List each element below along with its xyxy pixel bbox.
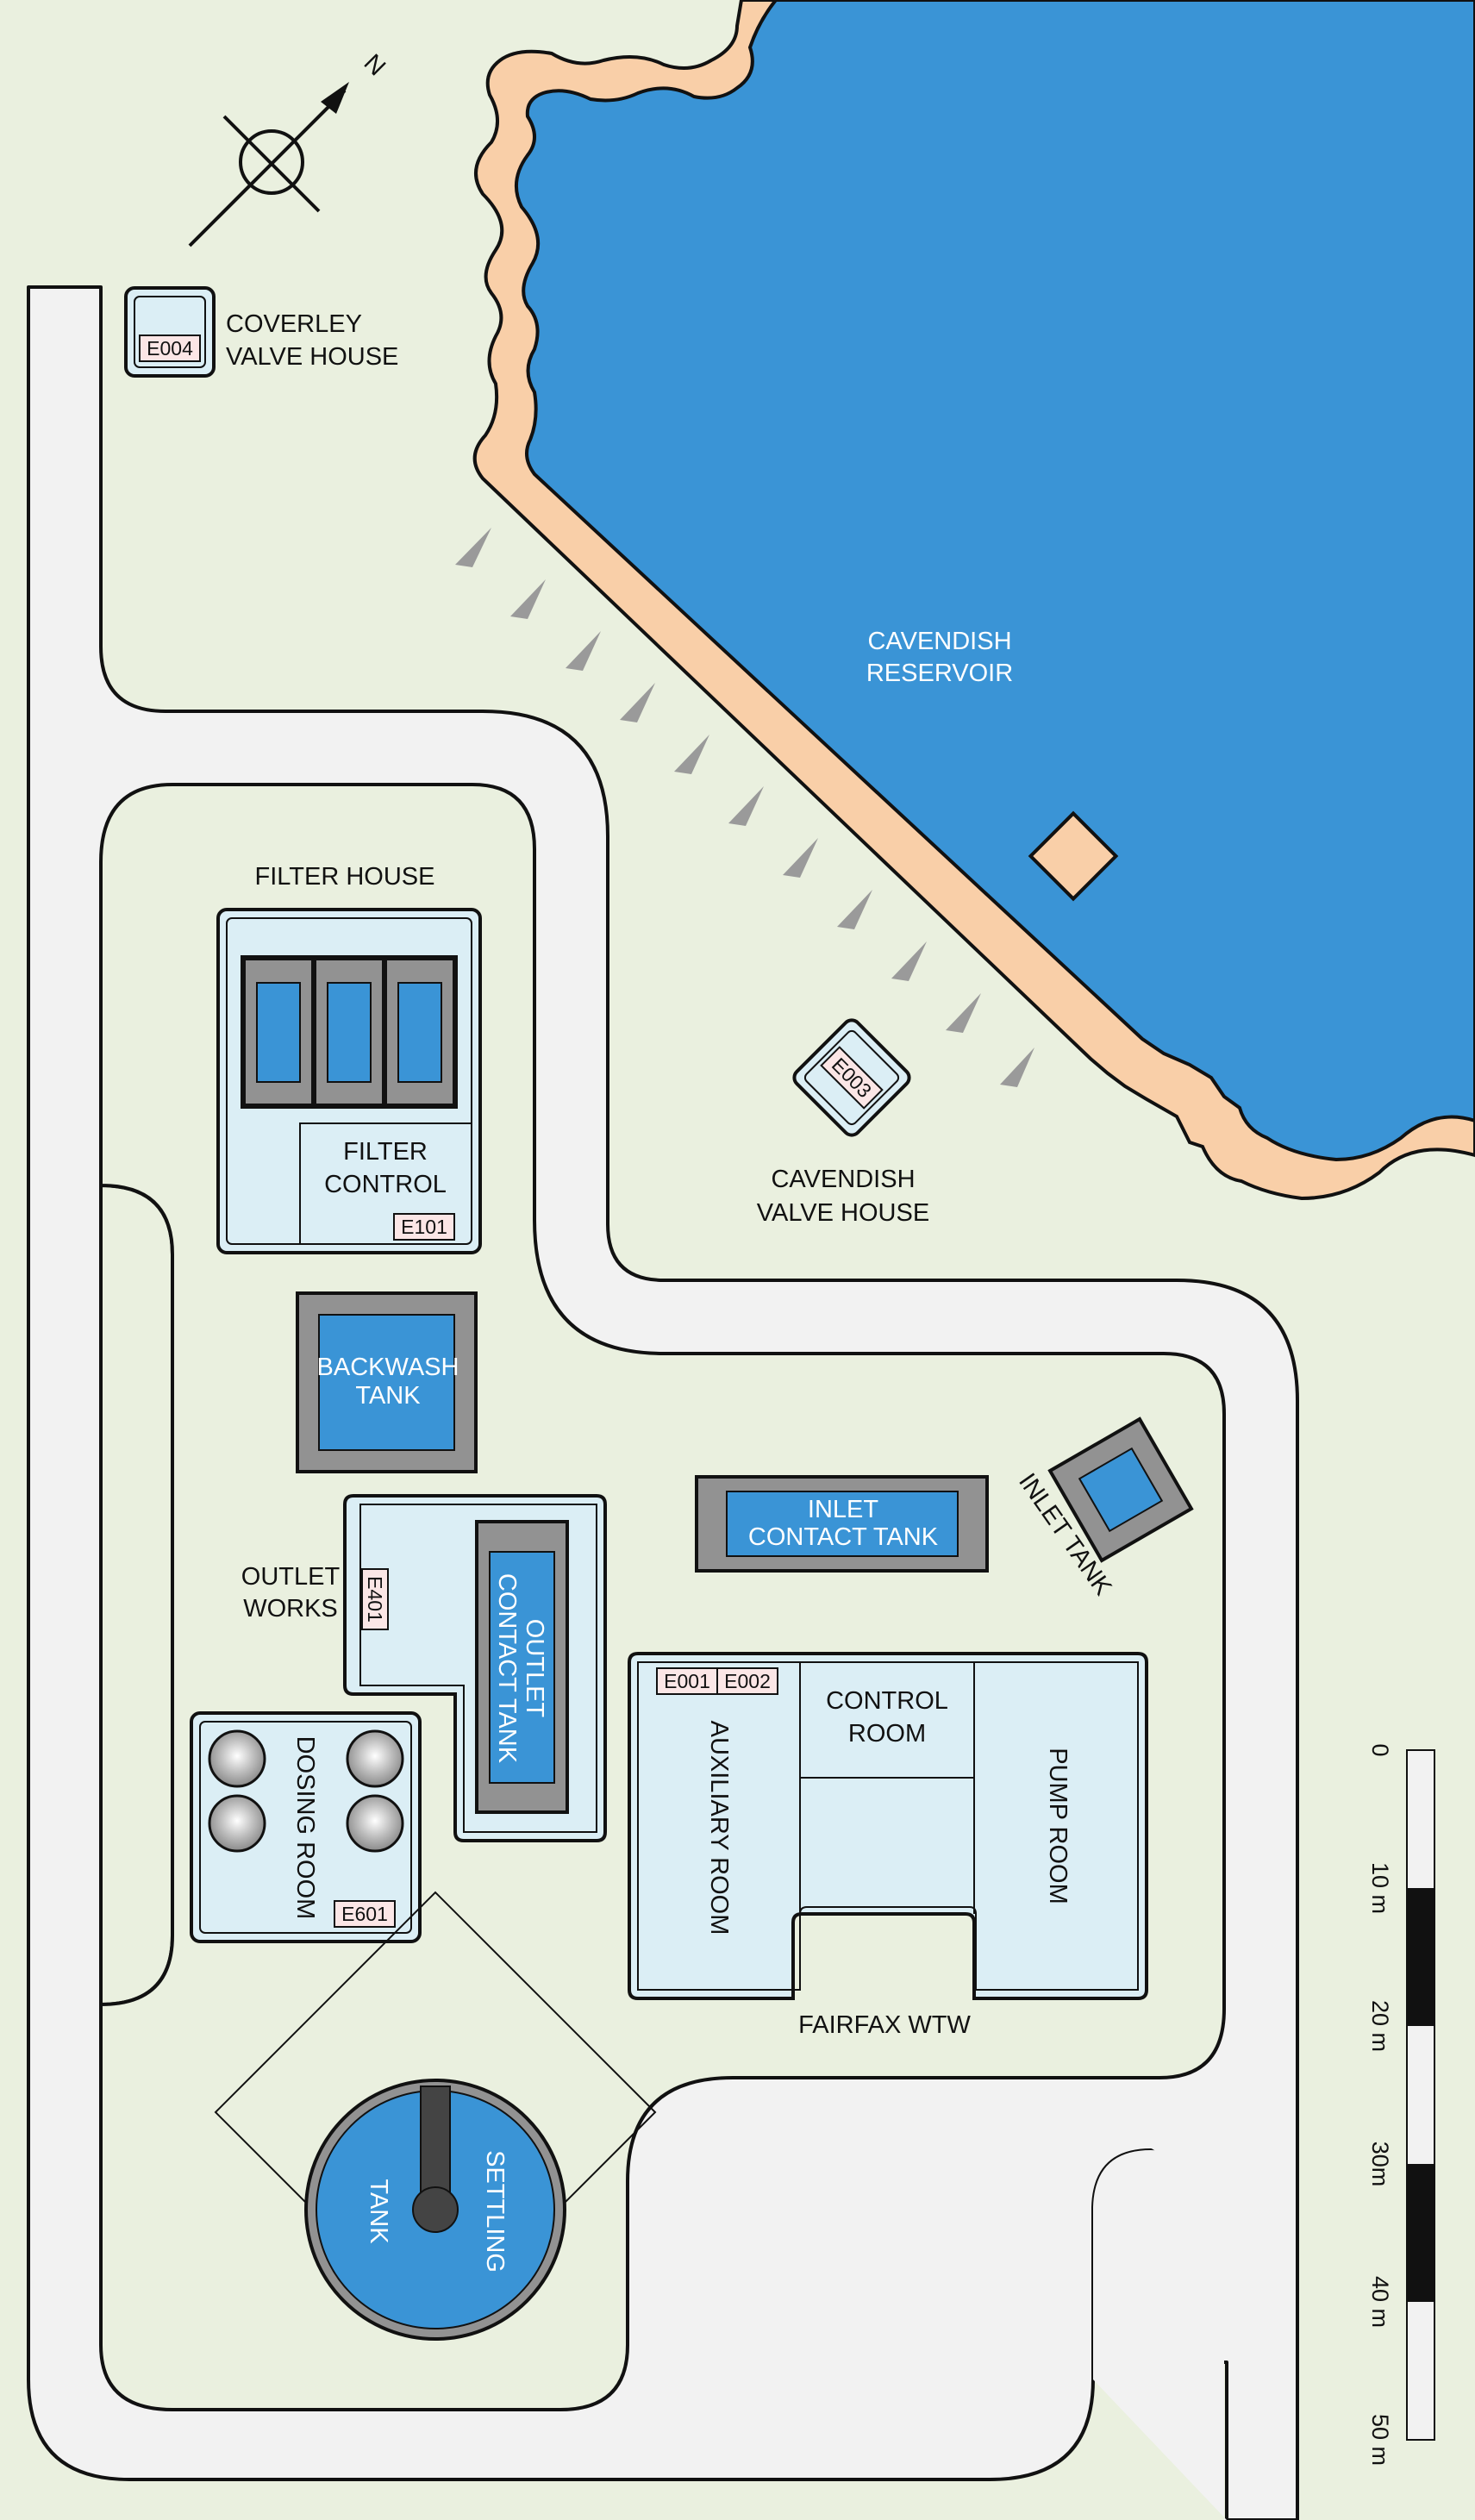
dosing-room-label: DOSING ROOM bbox=[291, 1736, 319, 1920]
svg-text:RESERVOIR: RESERVOIR bbox=[866, 660, 1013, 687]
filter-control-label-1: FILTER bbox=[343, 1138, 428, 1166]
inlet-tank bbox=[1047, 1416, 1194, 1563]
reservoir-water bbox=[514, 0, 1475, 1162]
backwash-tank bbox=[296, 1291, 478, 1473]
dosing-drum-1 bbox=[208, 1729, 266, 1788]
filter-house-label: FILTER HOUSE bbox=[255, 863, 435, 891]
dosing-drum-2 bbox=[208, 1794, 266, 1853]
embankment-markers bbox=[455, 528, 1034, 1087]
outlet-works-label-1: OUTLET bbox=[241, 1563, 341, 1591]
tag-e001-text: E001 bbox=[664, 1670, 710, 1692]
reservoir-label: CAVENDISH RESERVOIR bbox=[866, 628, 1013, 687]
inlet-contact-label-2: CONTACT TANK bbox=[748, 1523, 939, 1551]
svg-text:E004: E004 bbox=[147, 337, 193, 360]
scale-label-40: 40 m bbox=[1367, 2276, 1393, 2328]
svg-text:OUTLET: OUTLET bbox=[521, 1619, 548, 1718]
scale-label-30: 30m bbox=[1367, 2142, 1393, 2187]
scale-bar bbox=[1406, 1749, 1435, 2441]
scale-segment-2 bbox=[1407, 1888, 1434, 2026]
control-room-label-2: ROOM bbox=[848, 1720, 926, 1748]
svg-text:E401: E401 bbox=[364, 1576, 386, 1623]
turning-loop bbox=[1093, 2150, 1227, 2520]
tag-e601 bbox=[334, 1900, 396, 1928]
backwash-label-2: TANK bbox=[355, 1382, 421, 1410]
filter-control-label-2: CONTROL bbox=[324, 1171, 447, 1198]
scale-label-20: 20 m bbox=[1367, 2000, 1393, 2052]
outlet-contact-label: OUTLET CONTACT TANK bbox=[493, 1573, 548, 1764]
inlet-contact-label-1: INLET bbox=[808, 1496, 878, 1523]
tag-e101 bbox=[393, 1213, 455, 1241]
scale-segment-4 bbox=[1407, 2164, 1434, 2302]
filter-bed-1 bbox=[256, 982, 301, 1083]
tank-label: TANK bbox=[365, 2179, 392, 2244]
tag-e004 bbox=[139, 335, 201, 362]
tag-e601-text: E601 bbox=[341, 1903, 388, 1925]
north-arrow-icon bbox=[188, 82, 349, 247]
tag-e101-text: E101 bbox=[401, 1216, 447, 1238]
scale-label-0: 0 bbox=[1367, 1743, 1393, 1756]
settling-center bbox=[412, 2186, 459, 2233]
fairfax-wtw-building bbox=[628, 1652, 1148, 2000]
backwash-label-1: BACKWASH bbox=[317, 1354, 459, 1381]
outlet-works bbox=[343, 1494, 607, 1842]
cavendish-valve-house: E003 bbox=[792, 1018, 911, 1137]
dosing-room bbox=[190, 1711, 422, 1943]
fairfax-wtw-label: FAIRFAX WTW bbox=[798, 2011, 971, 2039]
inlet-contact-tank bbox=[695, 1475, 989, 1573]
coverley-valve-house: E004 bbox=[124, 286, 216, 378]
tag-e401: E401 bbox=[361, 1568, 389, 1630]
cavendish-valve-label-2: VALVE HOUSE bbox=[757, 1199, 929, 1227]
pump-room-label: PUMP ROOM bbox=[1044, 1748, 1072, 1904]
control-room-label-1: CONTROL bbox=[826, 1687, 948, 1715]
cavendish-valve-label-1: CAVENDISH bbox=[771, 1166, 915, 1193]
svg-text:CAVENDISH: CAVENDISH bbox=[867, 628, 1011, 655]
filter-bed-2 bbox=[327, 982, 372, 1083]
settling-tank bbox=[214, 1891, 657, 2341]
svg-text:CONTACT TANK: CONTACT TANK bbox=[493, 1573, 521, 1764]
filter-house bbox=[216, 908, 482, 1254]
settling-label: SETTLING bbox=[481, 2150, 509, 2273]
coverley-label-1: COVERLEY bbox=[226, 310, 362, 338]
dosing-drum-4 bbox=[346, 1794, 404, 1853]
outlet-works-label-2: WORKS bbox=[243, 1595, 338, 1623]
coverley-label-2: VALVE HOUSE bbox=[226, 343, 398, 371]
tag-e003 bbox=[820, 1046, 884, 1110]
scale-label-50: 50 m bbox=[1367, 2414, 1393, 2466]
tag-e001 bbox=[656, 1667, 718, 1695]
dosing-drum-3 bbox=[346, 1729, 404, 1788]
filter-bed-3 bbox=[397, 982, 442, 1083]
auxiliary-room-label: AUXILIARY ROOM bbox=[705, 1721, 733, 1935]
tag-e002-text: E002 bbox=[724, 1670, 771, 1692]
scale-label-10: 10 m bbox=[1367, 1862, 1393, 1914]
reservoir-tower bbox=[1028, 810, 1119, 902]
tag-e002 bbox=[716, 1667, 778, 1695]
